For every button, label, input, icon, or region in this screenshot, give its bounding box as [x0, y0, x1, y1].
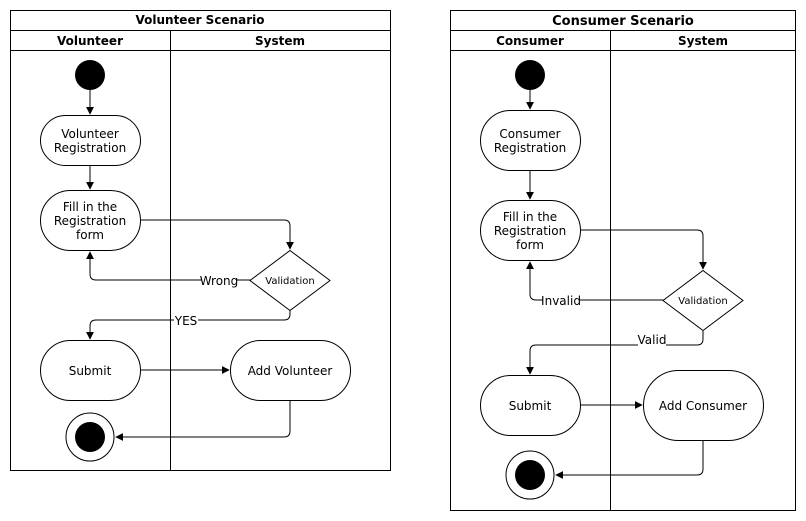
- flow-validation-wrong: [86, 251, 250, 281]
- consumer-submit-label: Submit: [509, 399, 552, 413]
- consumer-scenario: Consumer Scenario Consumer System Consum…: [450, 10, 796, 511]
- system-lane-title: System: [255, 34, 305, 48]
- submit-label: Submit: [69, 364, 112, 378]
- fill-form-node: [40, 190, 141, 251]
- add-consumer-label: Add Consumer: [659, 399, 747, 413]
- consumer-flow-invalid: [526, 261, 663, 301]
- wrong-label-bg: [202, 274, 236, 287]
- consumer-fill-form-line2: Registration: [494, 224, 566, 238]
- consumer-flow-form-to-validation: [581, 229, 707, 270]
- fill-form-line1: Fill in the: [63, 200, 117, 214]
- wrong-label: Wrong: [200, 274, 239, 288]
- consumer-fill-form-node: [480, 200, 581, 261]
- flow-add-to-end: [115, 401, 291, 441]
- consumer-validation-decision: [662, 269, 744, 332]
- consumer-lane-title: Consumer: [496, 34, 564, 48]
- validation-decision: [249, 249, 331, 312]
- start-node: [75, 60, 105, 90]
- yes-label: YES: [174, 314, 198, 328]
- volunteer-scenario: Volunteer Scenario Volunteer System Volu…: [10, 10, 391, 471]
- fill-form-line3: form: [76, 228, 104, 242]
- consumer-fill-form-line1: Fill in the: [503, 210, 557, 224]
- validation-label: Validation: [265, 276, 314, 287]
- invalid-label: Invalid: [541, 294, 581, 308]
- end-node: [75, 422, 105, 452]
- volunteer-lane-title: Volunteer: [57, 34, 123, 48]
- consumer-start-node: [515, 60, 545, 90]
- consumer-end-node: [515, 460, 545, 490]
- submit-node: [40, 340, 141, 401]
- consumer-registration-line2: Registration: [494, 141, 566, 155]
- consumer-flow-add-to-end: [555, 441, 704, 479]
- add-volunteer-label: Add Volunteer: [248, 364, 333, 378]
- consumer-registration-node: [480, 110, 581, 171]
- valid-label: Valid: [638, 333, 667, 347]
- consumer-title: Consumer Scenario: [552, 14, 694, 29]
- consumer-validation-label: Validation: [678, 296, 727, 307]
- add-volunteer-node: [230, 340, 351, 401]
- volunteer-title: Volunteer Scenario: [136, 13, 265, 27]
- yes-label-bg: [174, 314, 198, 327]
- flow-form-to-validation: [141, 219, 294, 250]
- consumer-fill-form-line3: form: [516, 238, 544, 252]
- volunteer-registration-node: [40, 115, 141, 166]
- invalid-label-bg: [543, 294, 579, 307]
- fill-form-line2: Registration: [54, 214, 126, 228]
- valid-label-bg: [638, 334, 666, 347]
- consumer-registration-line1: Consumer: [499, 127, 560, 141]
- consumer-submit-node: [480, 375, 581, 436]
- volunteer-registration-line1: Volunteer: [61, 127, 119, 141]
- volunteer-registration-line2: Registration: [54, 141, 126, 155]
- consumer-flow-valid: [526, 331, 704, 375]
- consumer-system-lane-title: System: [678, 34, 728, 48]
- add-consumer-node: [643, 370, 764, 441]
